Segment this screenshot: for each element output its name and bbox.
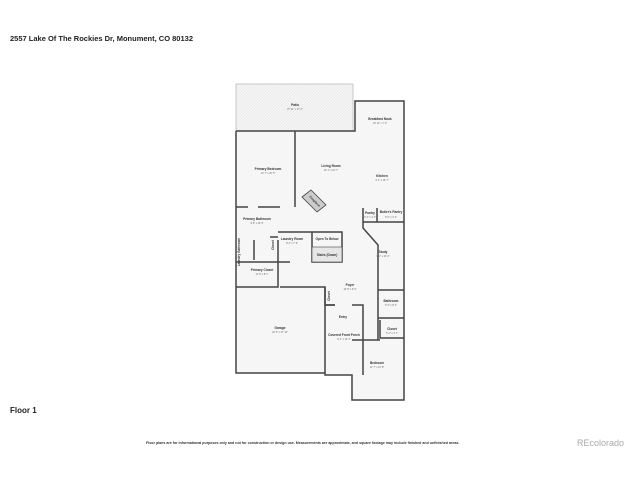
room-closet-bedroom: Closet	[387, 327, 398, 331]
room-primary-bathroom: Primary Bathroom	[243, 217, 271, 221]
room-closet-laundry: Closet	[271, 239, 275, 250]
room-dim: 10' 11" x 7' 2"	[373, 122, 387, 125]
room-dim: 5' 6" x 4' 3"	[385, 216, 397, 219]
room-study: Study	[379, 250, 388, 254]
room-dim: 27' 11" x 17' 0"	[287, 108, 303, 111]
room-dim: 9' 1" x 16' 7"	[375, 179, 388, 182]
stairs	[311, 246, 343, 263]
room-dim: 11' 8" x 8' 1"	[256, 273, 269, 276]
fireplace	[301, 189, 327, 213]
stairs-down: Stairs (Down)	[317, 253, 338, 257]
room-bedroom: Bedroom	[370, 361, 384, 365]
room-laundry-room: Laundry Room	[281, 237, 304, 241]
room-dim: 8' 1" x 16' 3"	[337, 338, 350, 341]
room-dim: 10' 8" x 9' 6"	[343, 288, 356, 291]
room-dim: 9' 8" x 10' 9"	[250, 222, 263, 225]
room-labels: Patio 27' 11" x 17' 0" Breakfast Nook 10…	[237, 103, 402, 369]
room-laundry-bath: Laundry Bathroom	[237, 238, 241, 267]
recolorado-logo: REcolorado	[577, 438, 625, 448]
room-pantry: Pantry	[365, 211, 375, 215]
room-dim: 5' 2" x 4' 7"	[386, 332, 398, 335]
floor-label: Floor 1	[10, 406, 37, 415]
room-patio: Patio	[291, 103, 299, 107]
room-butlers-pantry: Butler's Pantry	[380, 210, 403, 214]
room-primary-bedroom: Primary Bedroom	[255, 167, 282, 171]
room-dim: 3' 3" x 4' 3"	[364, 216, 376, 219]
open-to-below: Open To Below	[316, 237, 339, 241]
entry-label: Entry	[339, 315, 347, 319]
room-dim: 9' 1" x 13' 4"	[376, 255, 389, 258]
room-covered-front-porch: Covered Front Porch	[328, 333, 360, 337]
room-dim: 15' 1" x 16' 7"	[324, 169, 339, 172]
room-dim: 8' 4" x 7' 9"	[286, 242, 298, 245]
room-breakfast-nook: Breakfast Nook	[368, 117, 392, 121]
disclaimer: Floor plans are for informational purpos…	[146, 441, 460, 445]
room-dim: 5' 3" x 8' 0"	[385, 304, 397, 307]
room-closet-foyer: Closet	[327, 290, 331, 301]
room-foyer: Foyer	[346, 283, 355, 287]
room-primary-closet: Primary Closet	[251, 268, 274, 272]
room-dim: 20' 5" x 27' 10"	[272, 331, 288, 334]
room-living-room: Living Room	[321, 164, 340, 168]
room-garage: Garage	[275, 326, 286, 330]
room-dim: 11' 7" x 16' 8"	[370, 366, 384, 369]
room-dim: 14' 7" x 20' 5"	[261, 172, 276, 175]
property-address: 2557 Lake Of The Rockies Dr, Monument, C…	[10, 34, 193, 43]
room-bathroom: Bathroom	[383, 299, 398, 303]
room-kitchen: Kitchen	[376, 174, 388, 178]
